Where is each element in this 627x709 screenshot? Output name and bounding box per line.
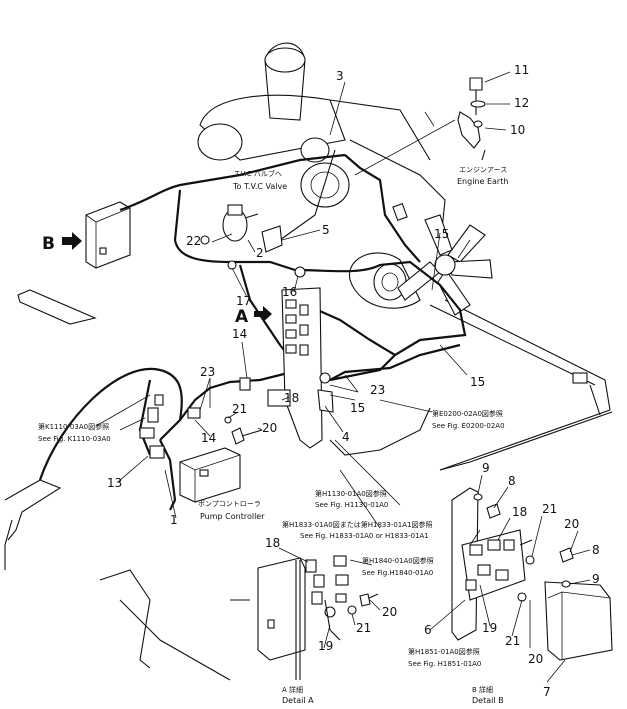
ref-e0200-jp: 第E0200-02A0図参照: [432, 409, 503, 418]
leader-lines: [95, 71, 591, 683]
callout-3: 3: [336, 69, 344, 83]
callout-23-left: 23: [200, 365, 215, 379]
machine-frame: [4, 289, 613, 681]
relay-bracket-a: [267, 287, 334, 449]
view-a-letter: A: [235, 307, 249, 327]
ref-e0200-en: See Fig. E0200-02A0: [432, 422, 505, 430]
ref-h1833-en: See Fig. H1833-01A0 or H1833-01A1: [300, 532, 429, 540]
tvc-label-jp: T.V.C バルブへ: [234, 169, 282, 178]
callout-7: 7: [543, 685, 551, 699]
callout-8-top: 8: [508, 474, 516, 488]
ref-k1110-jp: 第K1110-03A0図参照: [38, 422, 109, 431]
pump-controller-label-jp: ポンプコントローラ: [198, 500, 261, 508]
detail-a: [257, 555, 379, 680]
callout-17: 17: [236, 294, 251, 308]
detail-a-label-en: Detail A: [282, 696, 314, 705]
callout-20-detail-b-bottom: 20: [528, 652, 543, 666]
arrow-right-icon: [62, 232, 82, 250]
callout-12: 12: [514, 96, 529, 110]
callout-18-detail-b: 18: [512, 505, 527, 519]
ref-h1851-en: See Fig. H1851-01A0: [408, 660, 481, 668]
callout-9-right: 9: [592, 572, 600, 586]
callout-15-right: 15: [470, 375, 485, 389]
callout-20-detail-a: 20: [382, 605, 397, 619]
engine-earth-parts: [457, 77, 486, 161]
callout-numbers: 3 11 12 10 5 22 2 15 17 16 14 23 15 23 1…: [107, 63, 600, 699]
view-b-letter: B: [42, 234, 55, 254]
callout-5: 5: [322, 223, 330, 237]
callout-9-top: 9: [482, 461, 490, 475]
callout-19-detail-b: 19: [482, 621, 497, 635]
detail-b-label-en: Detail B: [472, 696, 504, 705]
callout-21-detail-b-bottom: 21: [505, 634, 520, 648]
callout-2: 2: [256, 246, 264, 260]
callout-15-mid: 15: [350, 401, 365, 415]
callout-8-right: 8: [592, 543, 600, 557]
callout-20-main: 20: [262, 421, 277, 435]
ref-k1110-en: See Fig. K1110-03A0: [38, 435, 111, 443]
view-b-marker: B: [42, 232, 82, 254]
callout-21-detail-a: 21: [356, 621, 371, 635]
pump-controller-unit: [179, 447, 241, 503]
callout-11: 11: [514, 63, 529, 77]
callout-20-detail-b-top: 20: [564, 517, 579, 531]
callout-13: 13: [107, 476, 122, 490]
arrow-right-icon: [254, 306, 272, 322]
callout-14-bottom: 14: [201, 431, 216, 445]
callout-18-main: 18: [284, 391, 299, 405]
engine-earth-label-en: Engine Earth: [457, 177, 508, 186]
ref-h1833-jp: 第H1833-01A0図または第H1833-01A1図参照: [282, 520, 433, 529]
ref-h1840-en: See Fig.H1840-01A0: [362, 569, 433, 577]
annotation-labels: T.V.C バルブへ To T.V.C Valve エンジンアース Engine…: [38, 166, 508, 705]
engine-earth-label-jp: エンジンアース: [459, 166, 507, 174]
view-a-marker: A: [235, 306, 272, 327]
callout-6: 6: [424, 623, 432, 637]
tvc-sensor: [222, 204, 283, 253]
callout-14-top: 14: [232, 327, 247, 341]
pump-controller-label-en: Pump Controller: [200, 512, 265, 521]
cooling-fan: [397, 214, 493, 316]
callout-4: 4: [342, 430, 350, 444]
detail-b-label-jp: B 詳細: [472, 685, 493, 694]
fasteners-main: [224, 416, 263, 445]
detail-a-label-jp: A 詳細: [282, 685, 303, 694]
callout-19-detail-a: 19: [318, 639, 333, 653]
callout-10: 10: [510, 123, 525, 137]
callout-23-right: 23: [370, 383, 385, 397]
detail-b: [451, 487, 613, 661]
callout-15-fan: 15: [434, 227, 449, 241]
callout-1: 1: [170, 513, 178, 527]
ref-h1851-jp: 第H1851-01A0図参照: [408, 647, 480, 656]
callout-21-main: 21: [232, 402, 247, 416]
callout-16: 16: [282, 285, 297, 299]
callout-18-detail-a: 18: [265, 536, 280, 550]
callout-22: 22: [186, 234, 201, 248]
tvc-label-en: To T.V.C Valve: [232, 182, 287, 191]
ref-h1840-jp: 第H1840-01A0図参照: [362, 556, 434, 565]
ref-h1130-jp: 第H1130-01A0図参照: [315, 489, 387, 498]
ref-h1130-en: See Fig. H1130-01A0: [315, 501, 388, 509]
callout-21-detail-b-top: 21: [542, 502, 557, 516]
harness-connectors: [139, 235, 331, 459]
controller-box-b: [85, 201, 131, 269]
